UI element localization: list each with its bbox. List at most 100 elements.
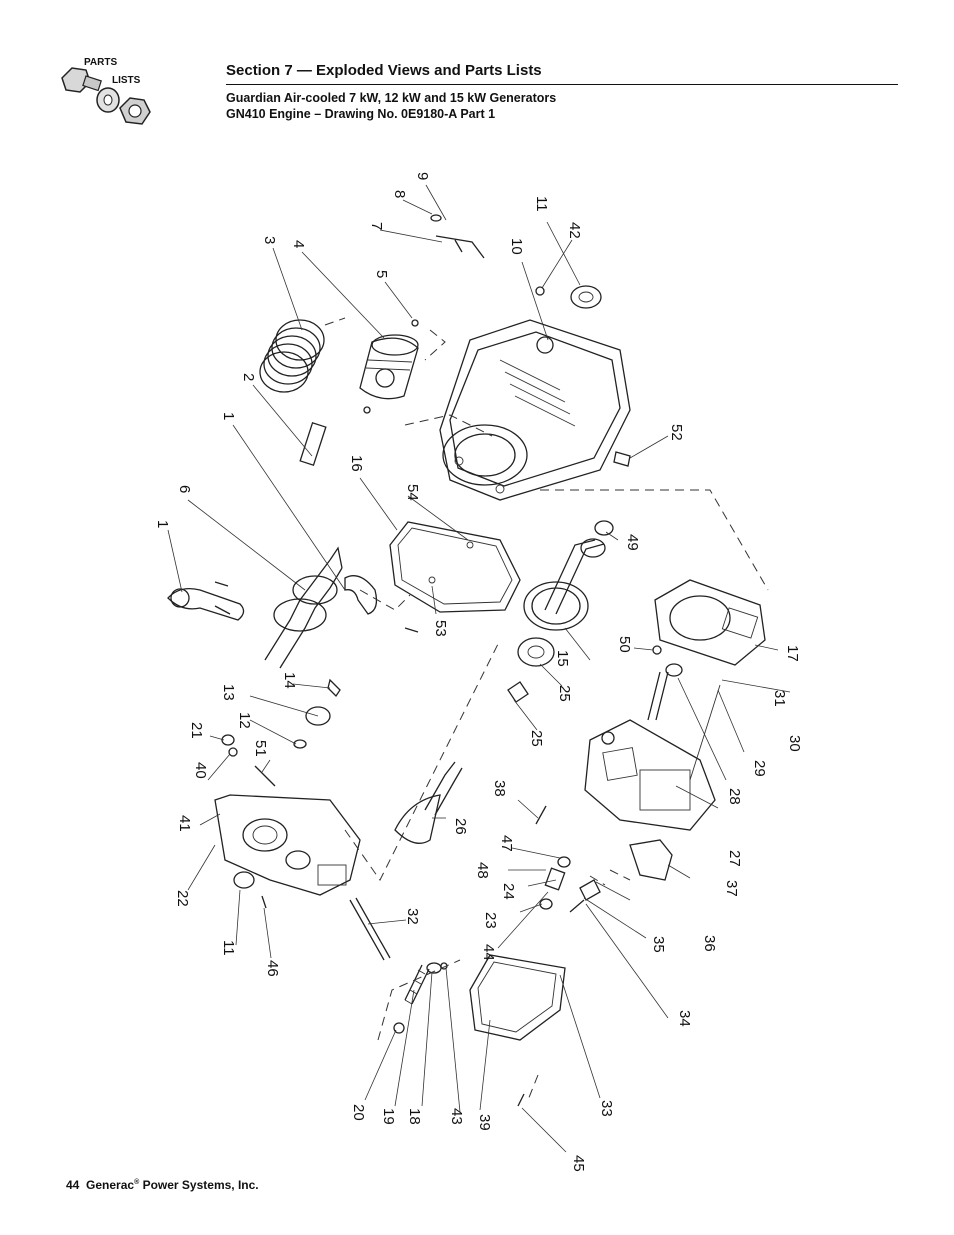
callout-1: 1 [220,412,237,420]
company-name: Generac [86,1178,135,1192]
callout-22: 22 [174,890,191,907]
callout-23: 23 [482,912,499,929]
drain-bolt [517,1093,525,1107]
callout-29: 29 [751,760,768,777]
callout-37: 37 [723,880,740,897]
oring-40 [228,747,238,757]
callout-48: 48 [474,862,491,879]
crankshaft [264,546,343,669]
dipstick-oring [430,214,442,222]
rod-cap-bolt [404,627,419,633]
callout-25: 25 [528,730,545,747]
parts-lists-logo: PARTS LISTS [61,57,151,125]
callout-11: 11 [220,940,237,956]
callout-27: 27 [726,850,743,867]
callout-32: 32 [404,908,421,925]
washer-icon [96,87,120,113]
piston [359,334,419,400]
callout-20: 20 [350,1104,367,1121]
callout-9: 9 [414,172,431,180]
callout-13: 13 [220,684,237,701]
callout-18: 18 [406,1108,423,1125]
callout-12: 12 [236,712,253,729]
callout-30: 30 [786,735,803,752]
cylinder-head [584,719,716,831]
callout-26: 26 [452,818,469,835]
callout-53: 53 [432,620,449,637]
governor-gear [517,637,555,667]
callout-47: 47 [498,835,515,852]
callout-24: 24 [500,883,517,900]
cam-washer [594,520,614,536]
company-suffix: Power Systems, Inc. [142,1178,259,1192]
dipstick-assembly [435,235,485,259]
callout-4: 4 [290,240,307,248]
dowel-50 [652,645,662,655]
plug-42 [535,286,545,296]
piston-rings [259,319,325,393]
callout-51: 51 [252,740,269,757]
head-gasket [654,579,766,666]
page-footer: 44 Generac® Power Systems, Inc. [66,1178,259,1192]
oil-fill-plug [221,734,235,746]
callout-6: 6 [176,485,193,493]
phantom-line-piston-block [404,414,493,437]
pin-51 [254,765,276,787]
head-bolt [647,671,669,721]
registered-mark: ® [134,1179,140,1186]
callout-1: 1 [154,520,171,528]
callout-10: 10 [508,238,525,255]
governor-spool [507,681,529,703]
page-header: Section 7 — Exploded Views and Parts Lis… [226,62,898,122]
callout-8: 8 [391,190,408,198]
dowel-54 [466,541,474,549]
callout-15: 15 [554,650,571,667]
leader-lines [167,184,791,1153]
oil-pan [469,954,566,1041]
callout-21: 21 [188,722,205,739]
governor-shaft [349,897,391,961]
phantom-line-crank [359,589,411,611]
oil-pump-parts [539,856,601,913]
rocker-cover-gasket [629,839,673,881]
pin-clip-lower [363,406,371,414]
callout-34: 34 [676,1010,693,1027]
callout-43: 43 [448,1108,465,1125]
callout-33: 33 [598,1100,615,1117]
breather-fitting [613,451,631,467]
phantom-line-piston [324,317,446,361]
callout-38: 38 [491,780,508,797]
callout-49: 49 [624,534,641,551]
callout-17: 17 [784,645,801,662]
callout-41: 41 [176,815,193,832]
gov-parts [293,678,341,749]
callout-7: 7 [368,222,385,230]
bolt-icon [61,67,102,93]
section-title: Section 7 — Exploded Views and Parts Lis… [226,62,898,85]
phantom-line-gasket-cover [344,639,501,881]
rod-cap [344,575,378,615]
callout-3: 3 [261,236,278,244]
drawing-subtitle: GN410 Engine – Drawing No. 0E9180-A Part… [226,107,496,121]
crankcase-gasket [389,521,521,613]
callout-19: 19 [380,1108,397,1125]
callout-16: 16 [348,455,365,472]
phantom-line-head-gasket [540,489,769,591]
callout-2: 2 [240,373,257,381]
callout-5: 5 [373,270,390,278]
callout-31: 31 [771,690,788,707]
phantom-line-drain [527,1074,539,1101]
phantom-line-pan-valve [377,959,461,1041]
cylinder-block [439,319,631,501]
connecting-rod [167,581,245,621]
callout-46: 46 [264,960,281,977]
balancer [394,761,463,844]
callout-14: 14 [281,672,298,689]
callout-39: 39 [476,1114,493,1131]
logo-text-parts: PARTS [84,57,117,68]
callout-40: 40 [192,762,209,779]
callout-45: 45 [570,1155,587,1172]
callout-44: 44 [480,944,497,961]
generator-subtitle: Guardian Air-cooled 7 kW, 12 kW and 15 k… [226,91,557,105]
